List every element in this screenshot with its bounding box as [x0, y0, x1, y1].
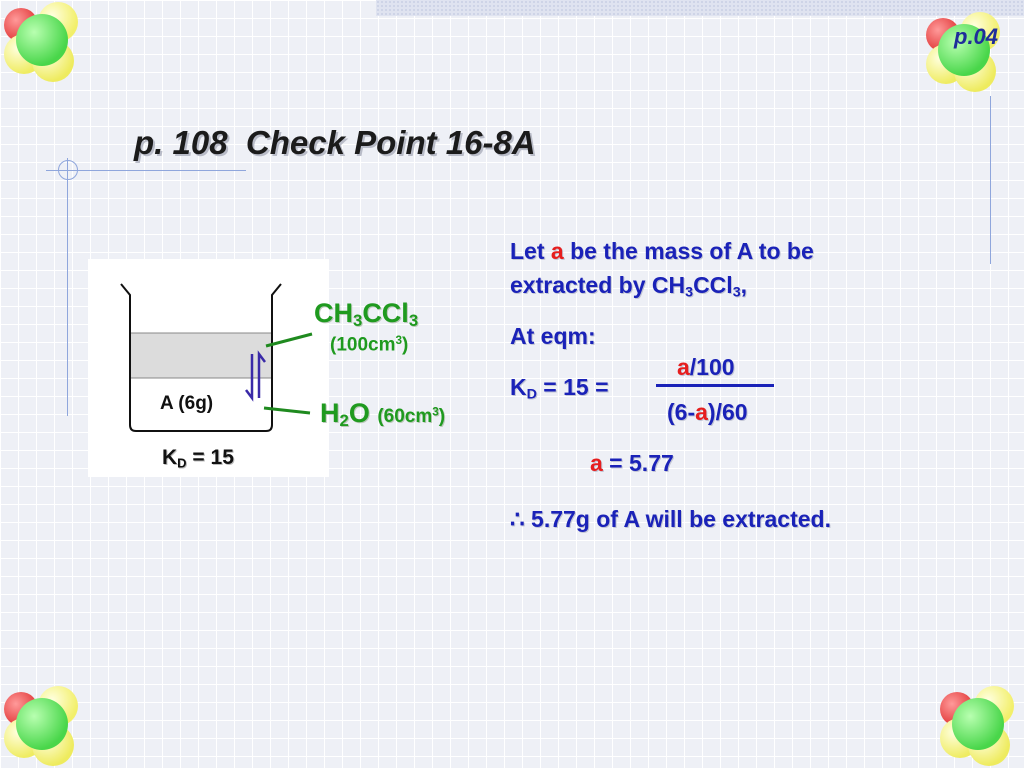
upper-layer-pointer: [265, 332, 313, 348]
sample-label: A (6g): [160, 393, 214, 414]
solution-line-1: Let a be the mass of A to be: [510, 238, 814, 264]
beaker-kd-label: KD = 15: [162, 446, 234, 471]
equilibrium-arrows-icon: [245, 350, 266, 402]
slide-title: p. 108 Check Point 16-8A: [134, 124, 536, 161]
organic-layer: [130, 333, 272, 378]
therefore-icon: ∴: [510, 506, 525, 532]
result-line: a = 5.77: [590, 450, 674, 476]
frame-ring: [58, 160, 78, 180]
frame-line-right: [990, 96, 991, 264]
fraction-numerator: a/100: [677, 354, 735, 380]
header-band: [376, 0, 1024, 16]
solution-line-3: At eqm:: [510, 323, 596, 349]
molecule-decoration-bottom-right: [938, 684, 1022, 768]
solution-line-2: extracted by CH3CCl3,: [510, 272, 748, 301]
lower-layer-volume: (60cm3): [377, 405, 446, 427]
upper-layer-volume: (100cm3): [330, 334, 409, 356]
molecule-decoration-top-left: [2, 0, 86, 84]
frame-line-top: [46, 170, 246, 171]
molecule-decoration-top-right: [924, 10, 1008, 94]
kd-equation-label: KD = 15 =: [510, 374, 609, 403]
lower-layer-pointer: [263, 406, 311, 415]
conclusion-line: ∴ 5.77g of A will be extracted.: [510, 506, 831, 532]
frame-line-left: [67, 158, 68, 416]
page-number: p.04: [954, 24, 999, 49]
upper-layer-formula: CH3CCl3: [314, 298, 419, 331]
molecule-decoration-bottom-left: [2, 684, 86, 768]
fraction-bar: [656, 384, 774, 387]
beaker-outline: [120, 283, 282, 432]
fraction-denominator: (6-a)/60: [667, 399, 748, 425]
lower-layer-label: H2O (60cm3): [320, 398, 446, 431]
